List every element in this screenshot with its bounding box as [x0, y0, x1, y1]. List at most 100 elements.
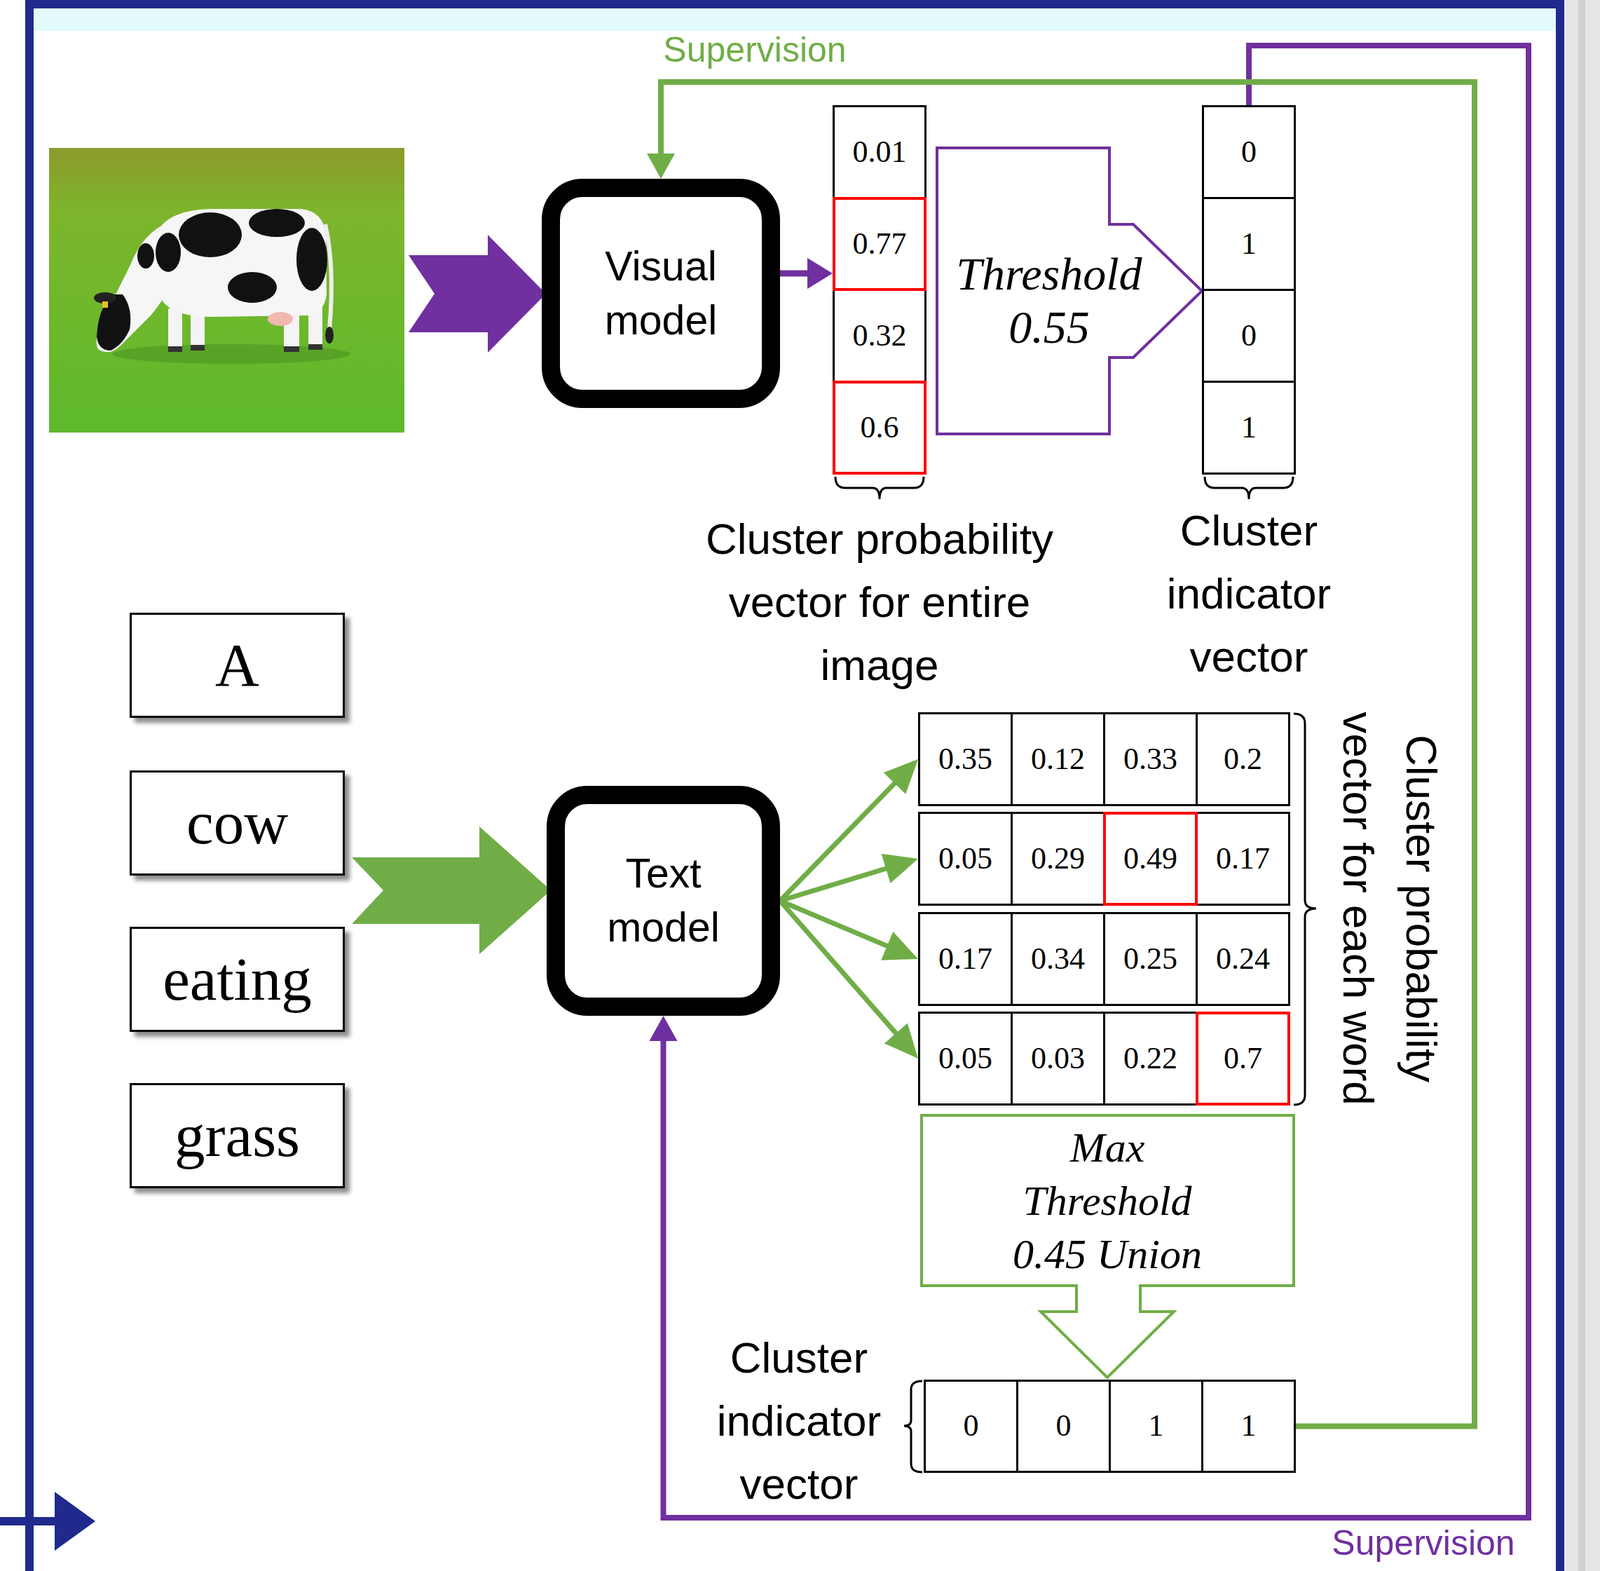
side-stripe — [1578, 0, 1586, 1571]
vector-group: Cluster probability vector for each word… — [918, 712, 1291, 1106]
cell-value: 0.77 — [852, 226, 907, 263]
vector-cell: 0.05 — [918, 811, 1013, 906]
cow-hoof — [283, 346, 300, 352]
bracket — [835, 476, 924, 499]
arrow-head — [880, 931, 919, 961]
vector-cell: 0 — [1016, 1379, 1111, 1473]
arrow-head — [881, 853, 919, 884]
image-input-arrow — [408, 234, 546, 353]
vector-cell: 0.29 — [1010, 811, 1106, 906]
connector-line — [780, 900, 901, 1038]
top-strip — [33, 8, 1556, 31]
model-label: Text model — [564, 846, 762, 954]
vector-cell: 1 — [1108, 1379, 1204, 1473]
threshold-label: Max Threshold 0.45 Union — [997, 1120, 1217, 1281]
vector-cell: 1 — [1201, 196, 1296, 291]
frame-right — [1555, 0, 1565, 1571]
connector-line — [780, 777, 900, 901]
cow-patch — [155, 232, 181, 272]
word-box: grass — [129, 1082, 345, 1188]
vector-cell: 0.03 — [1010, 1011, 1106, 1106]
cow-patch — [296, 227, 328, 291]
grass-field — [49, 147, 405, 433]
bracket — [1293, 713, 1317, 1105]
vector-cell: 1 — [1201, 380, 1296, 475]
bracket — [1204, 476, 1294, 499]
supervision-label: Supervision — [1328, 1523, 1518, 1563]
vector-cell: 0 — [1201, 288, 1296, 383]
cow-hoof — [190, 344, 205, 351]
connector-line — [663, 45, 1530, 1518]
cell-value: 1 — [1241, 226, 1257, 263]
connector-line — [780, 900, 894, 949]
cow-shadow — [112, 344, 351, 364]
cell-value: 1 — [1241, 1407, 1257, 1444]
connector-line — [660, 81, 1475, 1427]
corner-arrow-head — [54, 1491, 96, 1551]
cow-tail-tuft — [325, 326, 334, 344]
threshold-outline-path — [937, 147, 1202, 434]
words-input-arrow — [351, 826, 551, 954]
cell-value: 0.05 — [938, 1040, 993, 1077]
vector-cell: 0 — [923, 1379, 1019, 1473]
cow-patch — [178, 212, 242, 258]
vector-group: Cluster indicator vector0101 — [1201, 105, 1296, 475]
vector-cell: 1 — [1201, 1379, 1296, 1473]
connector-arrow — [780, 257, 833, 289]
frame-left — [25, 0, 34, 1571]
vector-caption: Cluster probability vector for entire im… — [693, 507, 1066, 697]
vector-group: Cluster probability vector for entire im… — [832, 105, 927, 475]
word-label: cow — [186, 787, 289, 858]
cell-value: 0.25 — [1123, 941, 1178, 977]
model-box: Text model — [546, 785, 781, 1016]
cell-value: 0.01 — [852, 134, 907, 171]
word-box: eating — [129, 926, 345, 1032]
cell-value: 0.24 — [1215, 941, 1270, 977]
cow-leg — [168, 308, 183, 352]
side-margin — [1564, 0, 1600, 1571]
vector-cell: 0.05 — [918, 1011, 1013, 1106]
cell-value: 0.2 — [1223, 741, 1263, 778]
cell-value: 0 — [1241, 134, 1257, 171]
cell-value: 0.32 — [852, 318, 907, 354]
vector-cell: 0.7 — [1195, 1011, 1291, 1106]
cow-hoof — [308, 344, 323, 350]
cell-value: 0.33 — [1123, 741, 1178, 778]
vector-cell: 0.49 — [1103, 811, 1198, 906]
vector-cell: 0 — [1201, 105, 1296, 200]
cell-value: 0.17 — [1215, 840, 1270, 877]
word-box: cow — [129, 770, 345, 876]
cell-value: 0 — [963, 1407, 980, 1444]
vector-cell: 0.17 — [918, 911, 1013, 1006]
cow-tail — [325, 224, 332, 330]
cell-value: 0 — [1241, 318, 1257, 354]
arrow-head — [646, 153, 675, 179]
arrow-head — [884, 1022, 919, 1059]
arrow-head — [807, 257, 833, 289]
connector-arrow — [649, 45, 1530, 1518]
word-label: A — [215, 630, 260, 701]
frame-top — [25, 0, 1565, 9]
vector-caption: Cluster indicator vector — [1147, 498, 1351, 689]
vector-cell: 0.25 — [1103, 911, 1198, 1006]
model-label: Visual model — [559, 239, 762, 347]
cell-value: 1 — [1241, 409, 1257, 446]
vector-cell: 0.17 — [1195, 811, 1291, 906]
connector-arrow — [780, 900, 919, 961]
cow-patch — [227, 271, 277, 303]
word-box: A — [129, 612, 345, 718]
vector-cell: 0.6 — [832, 380, 927, 475]
vector-cell: 0.22 — [1103, 1011, 1198, 1106]
cow-photo — [49, 147, 405, 433]
supervision-label: Supervision — [660, 30, 849, 70]
connector-arrow — [780, 900, 919, 1059]
cell-value: 0.7 — [1223, 1040, 1263, 1077]
vector-cell: 0.33 — [1103, 712, 1198, 806]
bracket — [904, 1380, 923, 1472]
cell-value: 0.12 — [1030, 741, 1085, 778]
vector-group: Cluster indicator vector0011 — [923, 1379, 1296, 1473]
cow-patch — [137, 243, 155, 269]
arrow-head — [649, 1015, 678, 1041]
cow-patch — [248, 208, 305, 237]
ear-tag — [102, 301, 108, 308]
